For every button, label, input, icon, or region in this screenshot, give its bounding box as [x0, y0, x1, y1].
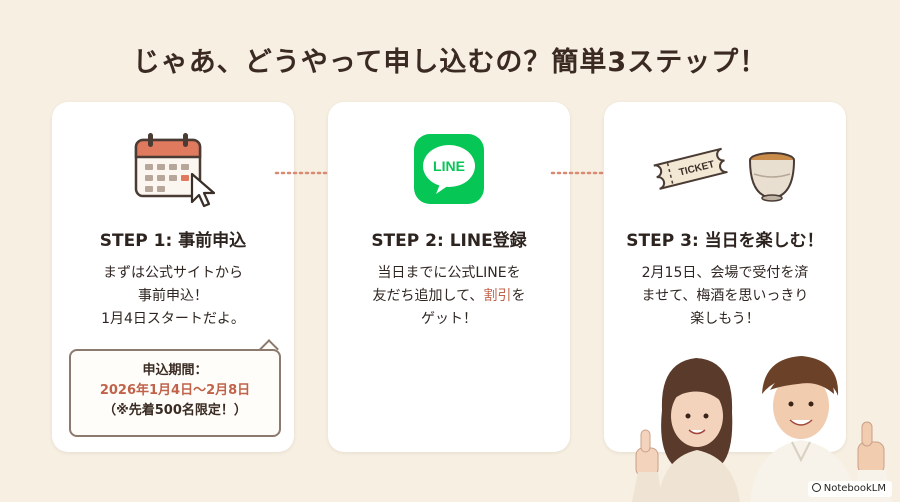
line-app-icon: LINE	[328, 130, 570, 208]
calendar-icon	[52, 130, 294, 208]
callout-note: （※先着500名限定！）	[103, 403, 247, 418]
step-2-card: LINE STEP 2: LINE登録 当日までに公式LINEを 友だち追加して…	[328, 102, 570, 452]
notebooklm-icon	[811, 483, 821, 492]
notebooklm-badge: NotebookLM	[807, 481, 892, 497]
step-1-description: まずは公式サイトから 事前申込！ 1月4日スタートだよ。	[101, 265, 245, 327]
callout-heading: 申込期間：	[142, 363, 208, 378]
step-3-description: 2月15日、会場で受付を済 ませて、梅酒を思いっきり 楽しもう！	[641, 265, 809, 327]
callout-period: 2026年1月4日～2月8日	[99, 383, 251, 398]
discount-highlight: 割引	[483, 288, 512, 304]
step-3-title: STEP 3: 当日を楽しむ！	[626, 231, 824, 251]
svg-text:LINE: LINE	[433, 158, 465, 174]
couple-thumbs-up-illustration	[632, 356, 892, 502]
page-title: じゃあ、どうやって申し込むの？簡単3ステップ！	[132, 47, 768, 78]
step-2-title: STEP 2: LINE登録	[371, 231, 527, 251]
step-1-title: STEP 1: 事前申込	[99, 231, 247, 251]
step-2-description: 当日までに公式LINEを 友だち追加して、割引を ゲット！	[372, 265, 526, 327]
ticket-and-sake-cup-icon: TICKET	[604, 130, 846, 208]
application-period-callout: 申込期間： 2026年1月4日～2月8日 （※先着500名限定！）	[69, 349, 281, 437]
